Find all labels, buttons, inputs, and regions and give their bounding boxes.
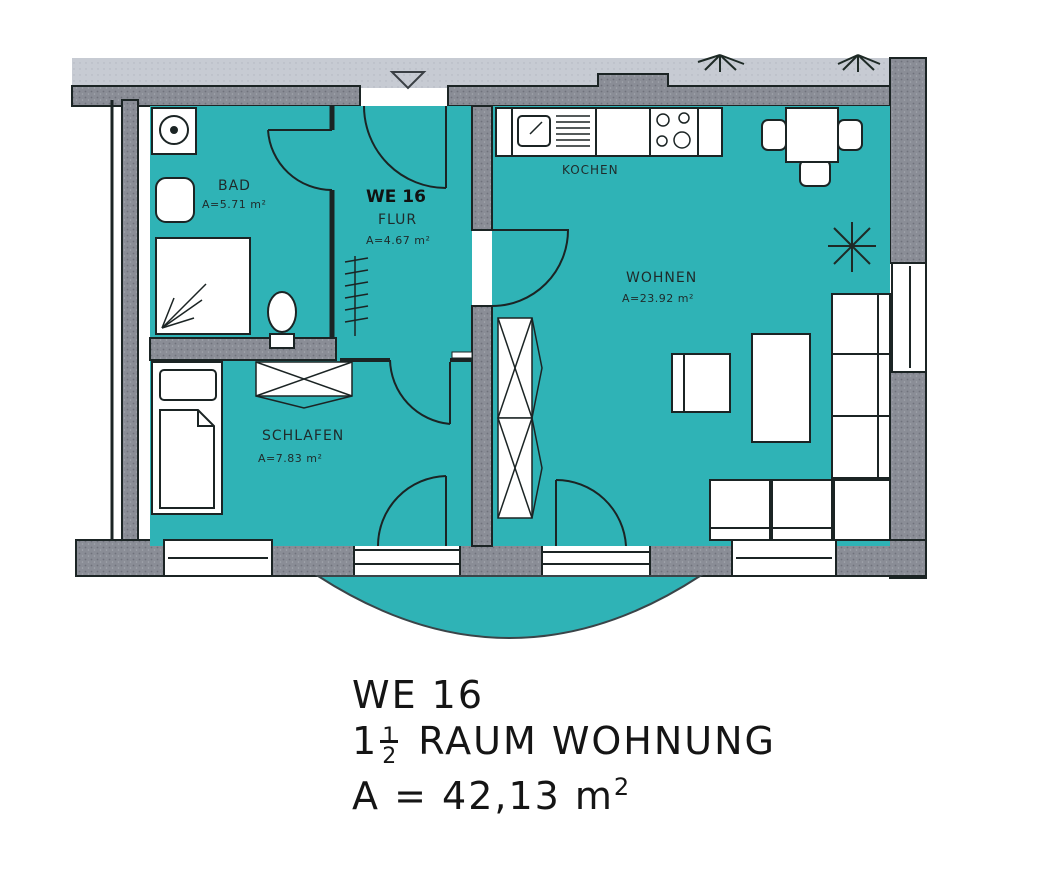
stove-icon: [656, 112, 691, 149]
kitchen-counter: [495, 107, 723, 157]
plant-icon: [828, 222, 876, 272]
room-name-schlafen: SCHLAFEN: [262, 428, 344, 444]
shower-icon: [161, 283, 207, 329]
wardrobe-living: [497, 317, 543, 519]
windows: [163, 262, 927, 577]
room-name-bad: BAD: [218, 178, 251, 194]
bathroom-fixtures: [151, 107, 297, 349]
bed: [151, 361, 223, 515]
drainboard-icon: [556, 115, 590, 147]
toilet-icon: [267, 291, 297, 333]
room-labels: WE 16 BAD A=5.71 m² FLUR A=4.67 m² KOCHE…: [202, 163, 697, 465]
coffee-table: [751, 333, 811, 443]
plant-icon: [837, 54, 881, 72]
outdoor-strip: [72, 58, 892, 88]
room-area-flur: A=4.67 m²: [366, 234, 430, 247]
room-name-flur: FLUR: [378, 212, 417, 228]
living-furniture: [671, 293, 891, 541]
doors: [267, 105, 627, 547]
coat-rack-icon: [344, 256, 369, 336]
room-name-wohnen: WOHNEN: [626, 270, 697, 286]
caption-unit: WE 16: [352, 673, 485, 717]
sink-icon: [155, 177, 195, 223]
room-area-bad: A=5.71 m²: [202, 198, 266, 211]
room-area-schlafen: A=7.83 m²: [258, 452, 322, 465]
wardrobe-bedroom: [255, 361, 353, 409]
interior-walls: [149, 105, 493, 547]
room-area-wohnen: A=23.92 m²: [622, 292, 694, 305]
room-name-kochen: KOCHEN: [562, 163, 619, 177]
entrance-marker-icon: [389, 71, 427, 90]
armchair: [671, 353, 731, 413]
dining-table: [761, 107, 863, 187]
sofa: [709, 293, 891, 541]
caption-area: A = 42,13 m2: [352, 773, 632, 818]
balcony: [314, 575, 704, 639]
plant-icon: [697, 54, 745, 72]
unit-label: WE 16: [366, 187, 426, 207]
